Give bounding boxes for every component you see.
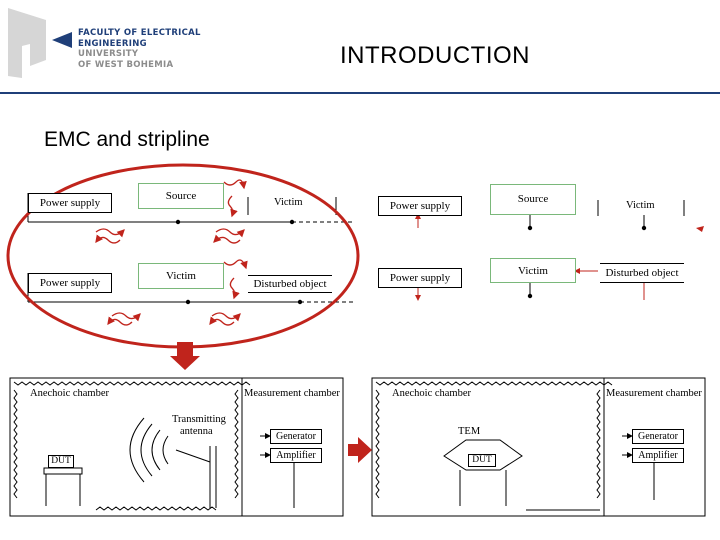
left-chamber (9, 377, 344, 517)
right-power-supply-1: Power supply (378, 196, 462, 216)
left-disturbed-object: Disturbed object (248, 275, 332, 293)
right-dut: DUT (468, 454, 496, 467)
logo-text: FACULTY OF ELECTRICAL ENGINEERING UNIVER… (78, 28, 201, 70)
right-disturbed-object: Disturbed object (600, 263, 684, 283)
left-generator: Generator (270, 429, 322, 444)
right-diagram-lines (378, 200, 685, 301)
logo-line-3: UNIVERSITY (78, 49, 139, 60)
left-source: Source (138, 183, 224, 209)
right-power-supply-2: Power supply (378, 268, 462, 288)
right-tem-label: TEM (458, 426, 481, 437)
left-measurement-label: Measurement chamber (244, 388, 340, 399)
right-victim-1: Victim (626, 200, 655, 211)
right-generator: Generator (632, 429, 684, 444)
logo-line-2: ENGINEERING (78, 38, 147, 49)
left-antenna-label-1: Transmitting (172, 414, 226, 425)
left-dut: DUT (48, 455, 74, 468)
logo-line-1: FACULTY OF ELECTRICAL (78, 28, 201, 38)
left-victim-2: Victim (138, 263, 224, 289)
right-chamber (371, 377, 706, 517)
down-arrow (170, 342, 200, 370)
left-interference-arrows (95, 179, 248, 326)
right-measurement-label: Measurement chamber (606, 388, 702, 399)
left-power-supply-2: Power supply (28, 273, 112, 293)
left-victim-1: Victim (274, 197, 303, 208)
right-arrow (348, 437, 372, 463)
left-power-supply-1: Power supply (28, 193, 112, 213)
right-source: Source (490, 184, 576, 215)
left-amplifier: Amplifier (270, 448, 322, 463)
logo-line-4: OF WEST BOHEMIA (78, 59, 174, 70)
page-title: INTRODUCTION (340, 42, 530, 69)
right-amplifier: Amplifier (632, 448, 684, 463)
left-anechoic-label: Anechoic chamber (30, 388, 110, 399)
right-victim-2: Victim (490, 258, 576, 283)
slide-subtitle: EMC and stripline (44, 128, 210, 151)
header-divider (0, 92, 720, 94)
left-antenna-label-2: antenna (180, 426, 213, 437)
right-anechoic-label: Anechoic chamber (392, 388, 472, 399)
